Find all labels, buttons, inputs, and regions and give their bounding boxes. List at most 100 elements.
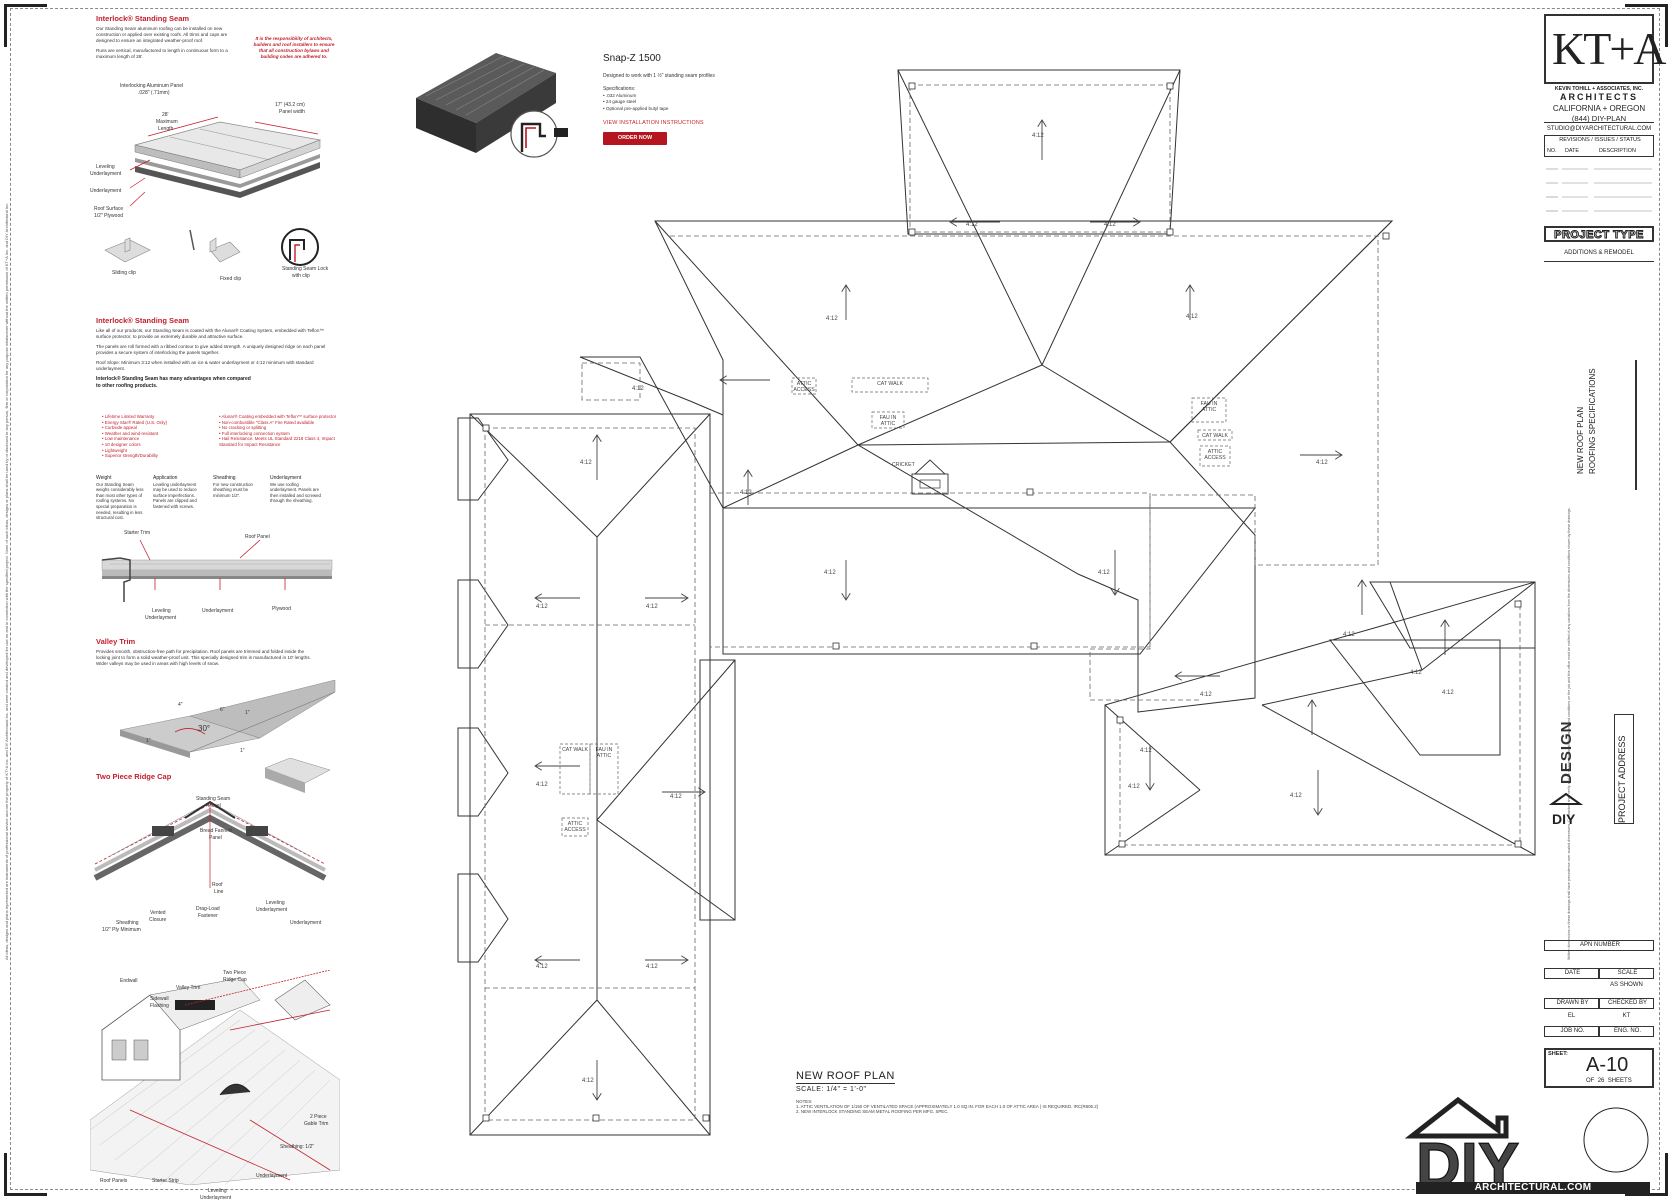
section-standing-seam-intro: Interlock® Standing Seam Our Standing Se… xyxy=(96,14,334,64)
slope-arrowhead xyxy=(534,955,542,965)
list-item: • Lightweight xyxy=(102,447,127,453)
installation-instructions-link[interactable]: VIEW INSTALLATION INSTRUCTIONS xyxy=(603,120,704,126)
drawn-by-value: EL xyxy=(1567,1013,1576,1019)
roof-ridge-line xyxy=(469,999,598,1136)
roof-ridge-line xyxy=(897,69,1043,366)
sheet-title-line-2: ROOFING SPECIFICATIONS xyxy=(1588,368,1597,474)
slope-arrow xyxy=(841,560,851,601)
label-vented-closure: Closure xyxy=(149,917,167,923)
label-roof-surface: 1/2" Plywood xyxy=(94,213,124,219)
plan-note: 1. ATTIC VENTILATION OF 1/150 OF VENTILA… xyxy=(796,1104,1099,1109)
roof-ridge-line xyxy=(1041,364,1171,443)
slope-arrow xyxy=(592,434,602,480)
roof-step-right xyxy=(1369,581,1536,649)
slope-label: 4:12 xyxy=(1343,632,1355,638)
roof-main-lower xyxy=(722,507,1257,655)
roof-ridge-line xyxy=(1389,581,1423,671)
slope-arrowhead xyxy=(681,955,689,965)
design-label: DESIGN xyxy=(1558,720,1575,784)
slope-label: 4:12 xyxy=(824,570,836,576)
label-underlayment: Underlayment xyxy=(202,608,234,614)
roof-ridge-line xyxy=(654,220,859,446)
column-text: Leveling underlayment may be used to red… xyxy=(153,481,197,509)
slope-arrowhead xyxy=(698,787,706,797)
roof-dormer-left xyxy=(457,873,509,963)
fau-in-attic-text: FAU IN xyxy=(596,747,613,753)
roof-wing-right xyxy=(1104,581,1536,856)
roof-step-right-lower xyxy=(1328,639,1501,756)
snap-z-product-image xyxy=(416,53,568,158)
slope-arrow xyxy=(662,787,706,797)
section-standing-seam-coating: Interlock® Standing Seam Like all of our… xyxy=(96,316,331,389)
list-item: • Optional pre-applied butyl tape xyxy=(603,105,669,111)
roof-vent xyxy=(1514,600,1522,608)
panel-caption: Interlocking Aluminum Panel xyxy=(120,83,184,89)
label-drag-load: Drag-Load xyxy=(196,906,220,912)
slope-arrow xyxy=(1037,119,1047,160)
firm-name: KEVIN TOHILL + ASSOCIATES, INC. xyxy=(1554,86,1644,92)
cat-walk-text: CAT WALK xyxy=(562,747,588,753)
project-address-box: PROJECT ADDRESS xyxy=(1614,714,1634,824)
column-heading: Weight xyxy=(96,475,112,481)
product-spec-list: • .032 Aluminum• 24 gauge steel• Optiona… xyxy=(603,93,668,112)
order-now-button[interactable]: ORDER NOW xyxy=(603,132,667,145)
plan-title-block: NEW ROOF PLAN SCALE: 1/4" = 1'-0" NOTES:… xyxy=(796,1066,1098,1114)
slope-arrow xyxy=(1307,699,1317,735)
advantages-title-line: to other roofing products. xyxy=(96,382,158,389)
slope-label: 4:12 xyxy=(1128,784,1140,790)
list-item: • Superior strength/Durability xyxy=(102,453,158,459)
label-standing-seam-panel: Standing Seam xyxy=(196,796,231,802)
ridge-cap-illustration xyxy=(93,758,331,888)
slope-arrowhead xyxy=(592,1093,602,1101)
paragraph: Runs are vertical, manufactured to lengt… xyxy=(96,48,228,59)
product-spec-heading: Specifications: xyxy=(603,86,636,92)
plan-title: NEW ROOF PLAN xyxy=(796,1070,895,1084)
list-item: • 10 designer colors xyxy=(102,441,141,447)
roof-vent xyxy=(1382,232,1390,240)
column-text: We use roofing underlayment. Panels are … xyxy=(270,481,321,504)
product-subtitle: Designed to work with 1 ½" standing seam… xyxy=(603,73,715,79)
section-valley-trim: Valley Trim Provides smooth, obstruction… xyxy=(96,637,316,671)
fau-in-attic-box xyxy=(871,411,905,429)
label-leveling: Underlayment xyxy=(90,171,122,177)
slope-label: 4:12 xyxy=(1140,748,1152,754)
attic-access-box xyxy=(1199,445,1231,467)
scale-label: SCALE xyxy=(1617,970,1638,976)
label-vented-closure: Vented xyxy=(150,910,166,916)
roof-ridge-line xyxy=(857,441,1171,446)
slope-arrow xyxy=(534,593,580,603)
label-roof-panel: Roof Panel xyxy=(245,534,270,540)
attic-box-dashed xyxy=(581,362,641,401)
advantages-title: Interlock® Standing Seam has many advant… xyxy=(96,376,331,389)
roof-ridge-line xyxy=(596,659,736,821)
slope-arrow xyxy=(1300,450,1343,460)
slope-arrow xyxy=(1440,619,1450,655)
sheet-total: 26 xyxy=(1597,1078,1605,1084)
sheet-of-post: SHEETS xyxy=(1607,1078,1632,1084)
valley-dim-angle: 30° xyxy=(198,724,211,733)
roof-dormer-left xyxy=(457,579,509,669)
label-drag-load: Fastener xyxy=(198,913,218,919)
label-bread-fanned: Bread Fanned xyxy=(200,828,232,834)
checked-by-label: CHECKED BY xyxy=(1607,1000,1647,1006)
drawn-by-label: DRAWN BY xyxy=(1556,1000,1589,1006)
list-item: • Curbside appeal xyxy=(102,425,137,431)
rev-col-date: DATE xyxy=(1565,148,1579,154)
column-text: Our Standing Seam weighs considerably le… xyxy=(96,481,144,521)
slope-arrow xyxy=(841,284,851,320)
list-item: • Energy Star® Rated (U.S. Only) xyxy=(102,419,168,425)
divider xyxy=(1635,360,1637,490)
valley-dim: 4" xyxy=(178,702,183,708)
label-max-length: 28' xyxy=(162,112,169,118)
valley-dim: 6" xyxy=(220,707,225,713)
left-spec-panel: Interlock® Standing Seam Our Standing Se… xyxy=(90,10,340,1201)
kta-logo-letters: KT+A xyxy=(1552,23,1666,74)
label-leveling: Leveling xyxy=(96,164,115,170)
slope-arrow xyxy=(743,469,753,505)
label-valley-trim: Valley Trim xyxy=(176,985,201,991)
roof-ridge-line xyxy=(857,364,1043,446)
slope-label: 4:12 xyxy=(1098,570,1110,576)
roof-ridge-line xyxy=(1261,704,1536,856)
slope-label: 4:12 xyxy=(536,782,548,788)
corner-mark xyxy=(1625,1153,1668,1196)
